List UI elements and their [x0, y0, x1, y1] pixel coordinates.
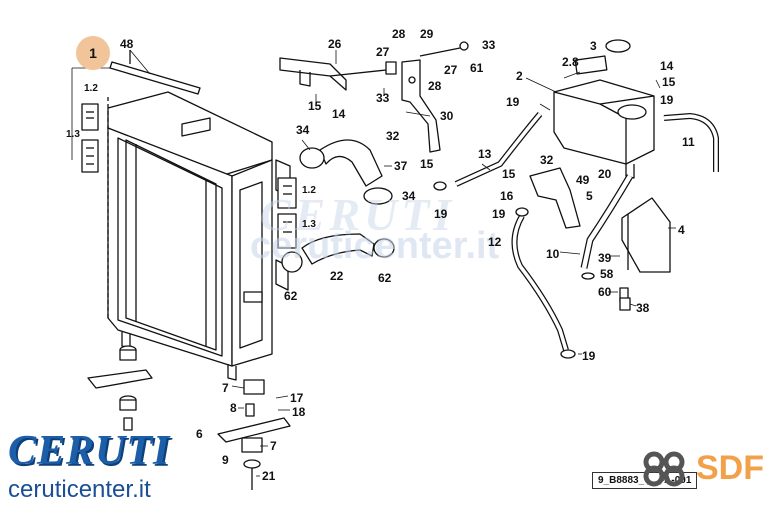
callout-3: 3 [590, 39, 597, 53]
hose-part-12 [511, 214, 569, 351]
upper-hose-part-37 [299, 139, 393, 205]
mount-part-7 [217, 379, 291, 490]
callout-34-mid: 34 [402, 189, 416, 203]
callout-15-tank: 15 [662, 75, 676, 89]
watermark-brand: CERUTI [260, 189, 456, 240]
callout-5: 5 [586, 189, 593, 203]
callout-1-3-right: 1.3 [302, 219, 316, 230]
callout-14-tank: 14 [660, 59, 674, 73]
callout-9: 9 [222, 453, 229, 467]
callout-6: 6 [196, 427, 203, 441]
misc-fittings [433, 181, 631, 359]
ceruti-logo-name: CERUTI [8, 428, 171, 474]
callout-4: 4 [678, 223, 685, 237]
callout-22: 22 [330, 269, 344, 283]
callout-30: 30 [440, 109, 454, 123]
bracket-part-4 [621, 197, 671, 273]
callout-7-bottom: 7 [270, 439, 277, 453]
callout-21: 21 [262, 469, 276, 483]
callout-60: 60 [598, 285, 612, 299]
hose-part-10 [580, 174, 634, 269]
callout-18: 18 [292, 405, 306, 419]
mount-part-9 [87, 345, 153, 431]
callout-12: 12 [488, 235, 502, 249]
ceruti-logo-site: ceruticenter.it [8, 476, 151, 503]
callout-13: 13 [478, 147, 492, 161]
callout-27-left: 27 [376, 45, 390, 59]
bracket-part-26 [279, 57, 397, 91]
callout-16: 16 [500, 189, 514, 203]
callout-19-bottom: 19 [582, 349, 596, 363]
callout-33-top: 33 [482, 38, 496, 52]
label-plates-left [71, 67, 110, 173]
rubber-strip-part-48 [109, 50, 201, 95]
callout-62-left: 62 [284, 289, 298, 303]
callout-19-mid: 19 [492, 207, 506, 221]
callout-62-right: 62 [378, 271, 392, 285]
callout-14-bracket: 14 [332, 107, 346, 121]
callout-2-8: 2.8 [562, 55, 579, 69]
callout-37: 37 [394, 159, 408, 173]
callout-19-left: 19 [434, 207, 448, 221]
callout-33-mid: 33 [376, 91, 390, 105]
callout-10: 10 [546, 247, 560, 261]
callout-49: 49 [576, 173, 590, 187]
sdf-logo: SDF [640, 448, 764, 488]
callout-28-mid: 28 [428, 79, 442, 93]
callout-32-right: 32 [540, 153, 554, 167]
label-plates-right [277, 177, 297, 249]
sdf-logo-text: SDF [696, 448, 764, 487]
callout-15-bracket: 15 [308, 99, 322, 113]
callout-2: 2 [516, 69, 523, 83]
ceruti-logo: CERUTI ceruticenter.it [8, 430, 170, 504]
callout-19-tank-left: 19 [506, 95, 520, 109]
callout-15-right: 15 [502, 167, 516, 181]
sdf-logo-mark-icon [643, 451, 685, 487]
callout-8: 8 [230, 401, 237, 415]
callout-17: 17 [290, 391, 304, 405]
hose-part-11 [663, 113, 719, 172]
leader-lines [129, 49, 676, 477]
callout-58: 58 [600, 267, 614, 281]
callout-1-3-left: 1.3 [66, 129, 80, 140]
callout-7-top: 7 [222, 381, 229, 395]
callout-20: 20 [598, 167, 612, 181]
callout-38: 38 [636, 301, 650, 315]
callout-32-left: 32 [386, 129, 400, 143]
callout-27-right: 27 [444, 63, 458, 77]
callout-11: 11 [682, 135, 695, 149]
callout-1-2-right: 1.2 [302, 185, 316, 196]
callout-34-top: 34 [296, 123, 310, 137]
callout-15-mid: 15 [420, 157, 434, 171]
radiator-part-1 [107, 91, 291, 381]
bracket-part-5 [529, 167, 581, 229]
callout-19-tank-right: 19 [660, 93, 674, 107]
expansion-tank-part-2 [553, 39, 655, 179]
hose-part-13 [454, 112, 543, 187]
watermark-site: ceruticenter.it [250, 225, 500, 267]
callout-61: 61 [470, 61, 484, 75]
callout-29: 29 [420, 27, 434, 41]
callout-badge-1: 1 [76, 36, 110, 70]
callout-48: 48 [120, 37, 134, 51]
callout-28-top: 28 [392, 27, 406, 41]
lower-hose-part-22 [281, 233, 395, 273]
callout-1-2-left: 1.2 [84, 83, 98, 94]
bracket-part-30 [401, 41, 469, 153]
callout-39: 39 [598, 251, 612, 265]
callout-26: 26 [328, 37, 342, 51]
